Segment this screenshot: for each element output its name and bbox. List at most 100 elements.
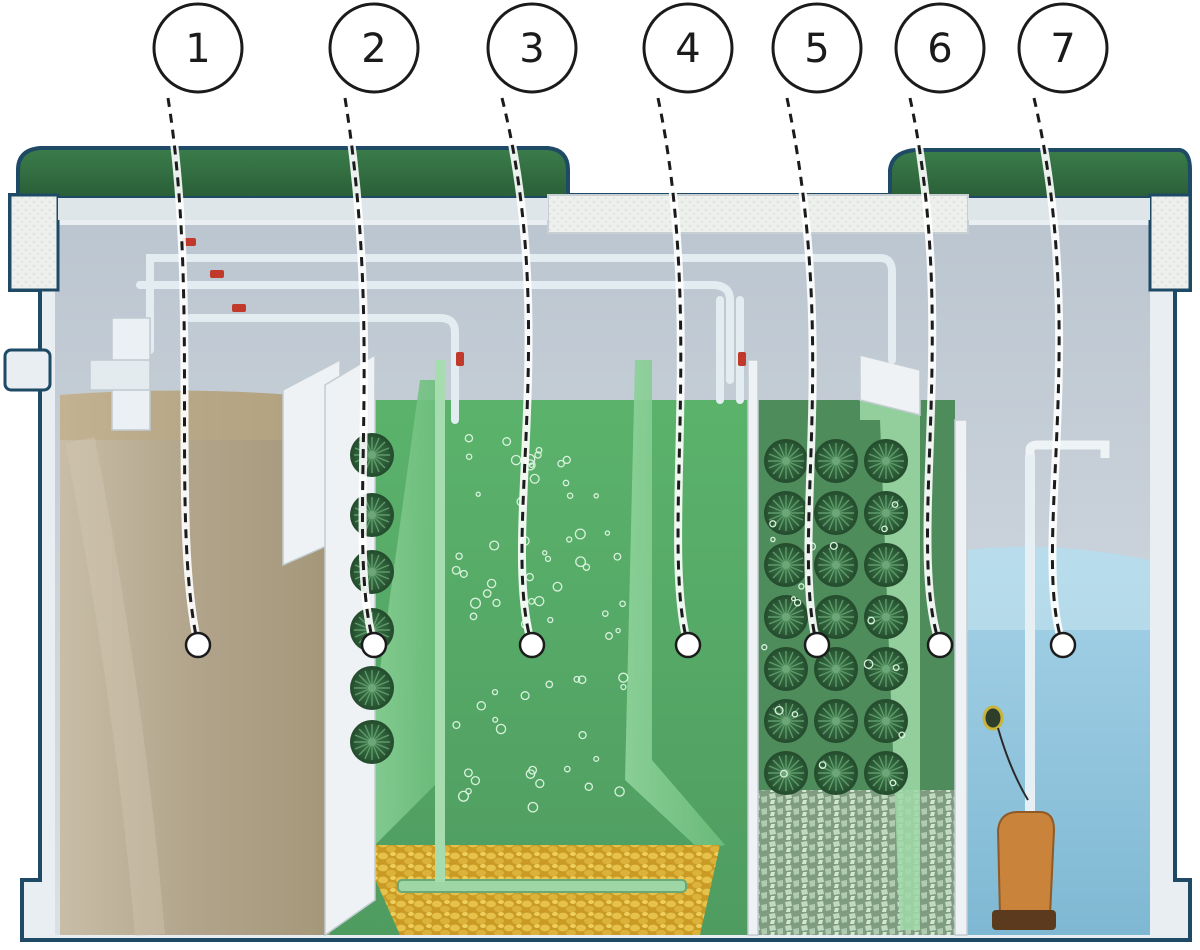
- bio-media-ball-icon: [763, 698, 809, 744]
- air-bubble: [863, 659, 874, 669]
- air-bubble: [889, 779, 897, 787]
- air-bubble: [582, 563, 591, 571]
- air-bubble: [793, 598, 802, 607]
- lid-right: [888, 148, 1192, 200]
- drainage-pump-icon: [992, 440, 1110, 930]
- air-bubble: [534, 451, 542, 459]
- air-bubble: [605, 632, 613, 640]
- air-bubble: [520, 691, 530, 701]
- air-bubble: [489, 540, 500, 551]
- dashed-leader-line-icon: [500, 97, 534, 646]
- air-bubble: [604, 530, 611, 536]
- air-bubble: [619, 600, 626, 608]
- air-bubble: [574, 528, 586, 540]
- air-bubble: [528, 462, 535, 468]
- bio-media-ball-icon: [763, 646, 809, 692]
- bio-media-ball-icon: [763, 750, 809, 796]
- air-bubble: [593, 755, 600, 762]
- number-label: 2: [361, 26, 386, 72]
- air-bubble: [769, 520, 777, 528]
- air-bubble: [562, 479, 570, 487]
- air-bubble: [620, 683, 627, 691]
- air-bubble: [613, 552, 622, 561]
- target-marker: [926, 631, 954, 659]
- air-bubble: [892, 664, 900, 672]
- float-switch-icon: [982, 705, 1029, 801]
- air-bubble: [464, 433, 474, 443]
- air-bubble: [469, 597, 482, 609]
- chamber-1: [60, 390, 330, 937]
- air-bubble: [575, 556, 587, 568]
- bio-media-ball-icon: [863, 698, 909, 744]
- air-bubble: [457, 790, 470, 802]
- target-marker: [1049, 631, 1077, 659]
- air-bubble: [451, 565, 461, 575]
- target-marker: [674, 631, 702, 659]
- numbered-circle-icon: 2: [328, 2, 420, 94]
- air-bubble: [535, 778, 545, 789]
- air-bubble: [470, 775, 481, 786]
- lid-left: [16, 146, 570, 200]
- bio-media-ball-icon: [349, 549, 395, 595]
- inlet-tee: [89, 317, 151, 431]
- air-bubble: [482, 589, 492, 598]
- air-bubble: [577, 675, 587, 685]
- air-bubble: [584, 782, 594, 792]
- bio-media-ball-icon: [863, 438, 909, 484]
- target-marker: [518, 631, 546, 659]
- air-bubble: [562, 455, 571, 465]
- bio-media-ball-icon: [763, 542, 809, 588]
- air-bubble: [465, 787, 472, 795]
- dashed-leader-line-icon: [656, 97, 690, 646]
- air-bubble: [547, 616, 554, 624]
- air-bubble: [544, 555, 552, 563]
- numbered-circle-icon: 7: [1017, 2, 1109, 94]
- target-marker: [184, 631, 212, 659]
- bio-media-ball-icon: [863, 750, 909, 796]
- bio-media-ball-icon: [813, 438, 859, 484]
- air-bubble: [867, 616, 876, 625]
- bio-media-ball-icon: [863, 490, 909, 536]
- air-bubble: [535, 446, 543, 454]
- bio-media-ball-icon: [813, 542, 859, 588]
- air-bubble: [486, 578, 497, 589]
- bio-media-ball-icon: [349, 719, 395, 765]
- air-bubble: [476, 701, 487, 711]
- air-bubbles: [451, 433, 906, 813]
- bio-media-ball-icon: [763, 594, 809, 640]
- air-bubble: [510, 454, 522, 466]
- air-bubble: [495, 723, 507, 735]
- air-bubble: [798, 583, 805, 590]
- air-bubble: [829, 541, 838, 550]
- bio-media-ball-icon: [763, 490, 809, 536]
- dashed-leader-line-icon: [166, 97, 200, 646]
- air-bubble: [593, 493, 599, 499]
- numbered-circle-icon: 6: [894, 2, 986, 94]
- media-balls-chamber-5: [763, 438, 909, 796]
- air-bubble: [791, 710, 799, 718]
- air-bubble: [465, 453, 473, 460]
- air-bubble: [475, 491, 481, 497]
- air-bubble: [601, 610, 609, 617]
- bio-media-ball-icon: [763, 438, 809, 484]
- air-bubble: [528, 597, 536, 605]
- air-bubble: [492, 598, 501, 608]
- air-bubble: [463, 768, 473, 778]
- number-label: 4: [675, 26, 700, 72]
- air-bubble: [779, 769, 788, 778]
- numbered-circle-icon: 4: [642, 2, 734, 94]
- air-bubble: [491, 688, 499, 696]
- air-bubble: [614, 786, 625, 797]
- valve-icon: [182, 238, 746, 366]
- air-bubble: [881, 525, 888, 533]
- air-bubble: [790, 596, 797, 602]
- air-bubble: [452, 720, 461, 730]
- air-bubble: [566, 492, 574, 499]
- aeration-pipes: [136, 254, 896, 424]
- target-markers: [184, 631, 1077, 659]
- air-bubble: [615, 627, 621, 634]
- number-label: 5: [804, 26, 829, 72]
- air-bubble: [761, 644, 768, 651]
- target-marker: [803, 631, 831, 659]
